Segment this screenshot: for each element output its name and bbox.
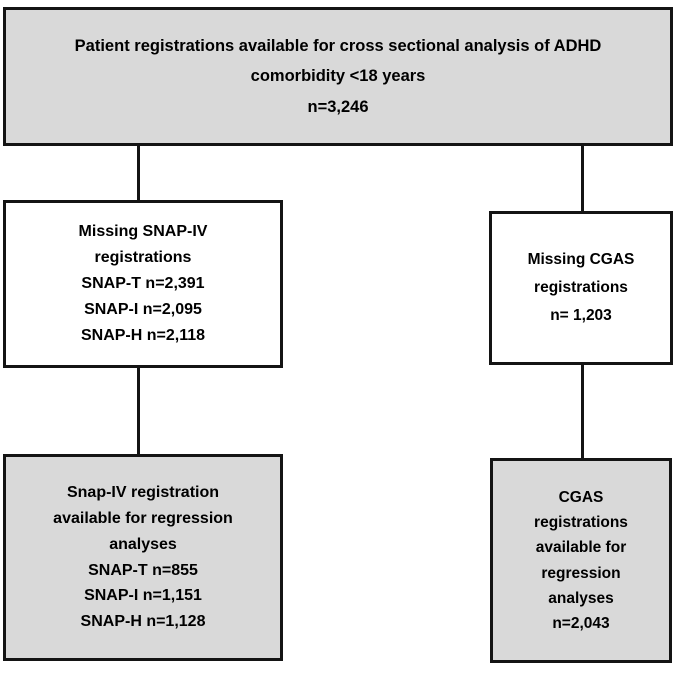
node-missing-cgas-line-3: n= 1,203: [550, 307, 612, 325]
node-snap-available-line-5: SNAP-I n=1,151: [84, 587, 202, 605]
node-total-line-2: comorbidity <18 years: [250, 67, 426, 86]
node-cgas-available-line-2: registrations: [534, 514, 628, 532]
node-cgas-available-line-6: n=2,043: [552, 614, 610, 632]
connector-total-to-missing-snap: [137, 145, 140, 203]
node-missing-snap-line-5: SNAP-H n=2,118: [80, 326, 206, 344]
node-cgas-available-line-4: regression: [541, 564, 621, 582]
node-snap-iv-available-for-regression: Snap-IV registration available for regre…: [3, 454, 283, 661]
node-missing-snap-line-2: registrations: [94, 249, 192, 267]
node-missing-cgas-line-2: registrations: [534, 278, 628, 296]
node-snap-available-line-4: SNAP-T n=855: [88, 561, 198, 579]
node-missing-snap-line-4: SNAP-I n=2,095: [84, 300, 202, 318]
node-missing-cgas-line-1: Missing CGAS: [527, 250, 635, 268]
node-cgas-available-line-1: CGAS: [558, 489, 604, 507]
node-snap-available-line-2: available for regression: [53, 509, 233, 527]
node-cgas-available-for-regression: CGAS registrations available for regress…: [490, 458, 672, 663]
connector-missing-snap-to-snap-available: [137, 365, 140, 457]
node-missing-snap-line-3: SNAP-T n=2,391: [81, 275, 205, 293]
node-missing-snap-line-1: Missing SNAP-IV: [78, 223, 208, 241]
connector-missing-cgas-to-cgas-available: [581, 362, 584, 461]
node-total-registrations: Patient registrations available for cros…: [3, 7, 673, 146]
node-missing-snap-iv-registrations: Missing SNAP-IV registrations SNAP-T n=2…: [3, 200, 283, 368]
node-total-line-3: n=3,246: [307, 97, 369, 116]
node-cgas-available-line-3: available for: [535, 539, 627, 557]
connector-total-to-missing-cgas: [581, 145, 584, 214]
node-snap-available-line-3: analyses: [109, 535, 177, 553]
node-snap-available-line-1: Snap-IV registration: [66, 483, 220, 501]
node-snap-available-line-6: SNAP-H n=1,128: [80, 613, 206, 631]
node-total-line-1: Patient registrations available for cros…: [74, 36, 602, 55]
node-cgas-available-line-5: analyses: [548, 589, 614, 607]
node-missing-cgas-registrations: Missing CGAS registrations n= 1,203: [489, 211, 673, 365]
